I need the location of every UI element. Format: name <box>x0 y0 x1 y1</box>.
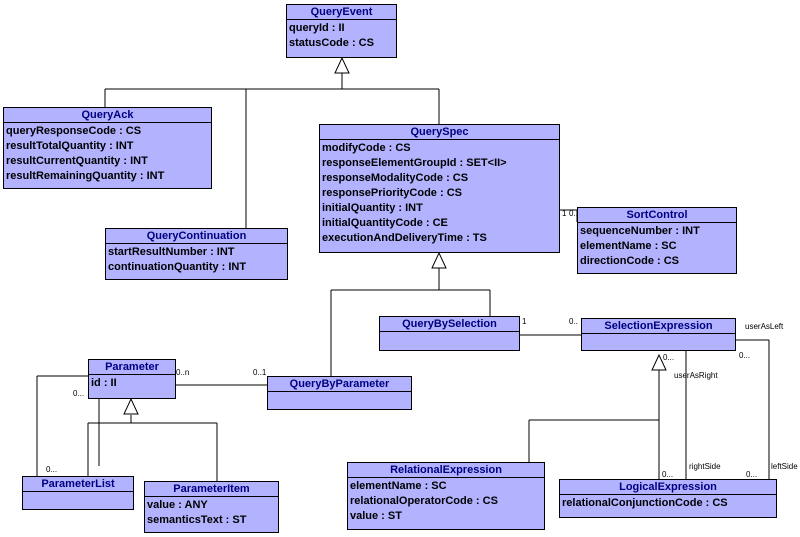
class-attribute: statusCode : CS <box>289 37 374 49</box>
class-queryack-name: QueryAck <box>4 108 211 123</box>
class-querybyselection-name: QueryBySelection <box>380 317 519 332</box>
class-relationalexpression[interactable]: RelationalExpression elementName : SC re… <box>347 462 545 530</box>
class-attribute: continuationQuantity : INT <box>108 261 247 273</box>
gen-arrow-queryspec <box>431 251 447 269</box>
multiplicity-label: 0... <box>73 389 85 398</box>
class-sortcontrol[interactable]: SortControl sequenceNumber : INT element… <box>577 207 737 274</box>
class-attribute: responseElementGroupId : SET<II> <box>322 157 507 169</box>
multiplicity-label: 1 <box>562 209 567 218</box>
multiplicity-label: 0... <box>663 353 675 362</box>
class-attribute: relationalOperatorCode : CS <box>350 495 498 507</box>
class-attribute: initialQuantity : INT <box>322 202 423 214</box>
class-attribute: startResultNumber : INT <box>108 246 235 258</box>
class-attribute: resultTotalQuantity : INT <box>6 140 134 152</box>
class-attribute: sequenceNumber : INT <box>580 225 700 237</box>
class-querybyselection[interactable]: QueryBySelection <box>379 316 520 351</box>
class-attribute: initialQuantityCode : CE <box>322 217 448 229</box>
class-queryspec-name: QuerySpec <box>320 125 559 140</box>
class-attribute: resultCurrentQuantity : INT <box>6 155 148 167</box>
class-attribute: executionAndDeliveryTime : TS <box>322 232 487 244</box>
role-label: leftSide <box>771 462 798 471</box>
multiplicity-label: 1 <box>522 317 527 326</box>
class-attribute: directionCode : CS <box>580 255 680 267</box>
multiplicity-label: 0... <box>662 470 674 479</box>
class-logicalexpression-name: LogicalExpression <box>560 480 776 495</box>
class-attribute: relationalConjunctionCode : CS <box>562 497 728 509</box>
class-queryack[interactable]: QueryAck queryResponseCode : CS resultTo… <box>3 107 212 189</box>
class-attribute: id : II <box>91 377 117 389</box>
class-attribute: value : ANY <box>147 499 208 511</box>
role-label: userAsRight <box>674 371 718 380</box>
class-attribute: queryResponseCode : CS <box>6 125 142 137</box>
class-selectionexpression-name: SelectionExpression <box>582 319 735 334</box>
class-attribute: queryId : II <box>289 22 345 34</box>
class-attribute: resultRemainingQuantity : INT <box>6 170 165 182</box>
class-querybyparameter-name: QueryByParameter <box>268 377 411 392</box>
class-attribute: semanticsText : ST <box>147 514 247 526</box>
class-selectionexpression[interactable]: SelectionExpression <box>581 318 736 351</box>
class-queryevent-name: QueryEvent <box>287 5 396 20</box>
role-label: rightSide <box>689 462 721 471</box>
gen-arrow-queryevent <box>334 56 350 74</box>
class-parameter[interactable]: Parameter id : II <box>88 359 176 399</box>
class-querybyparameter[interactable]: QueryByParameter <box>267 376 412 410</box>
class-attribute: elementName : SC <box>350 480 447 492</box>
class-queryspec[interactable]: QuerySpec modifyCode : CS responseElemen… <box>319 124 560 253</box>
multiplicity-label: 0..n <box>176 368 190 377</box>
role-label: userAsLeft <box>745 322 784 331</box>
class-attribute: responsePriorityCode : CS <box>322 187 462 199</box>
class-attribute: value : ST <box>350 510 402 522</box>
class-logicalexpression[interactable]: LogicalExpression relationalConjunctionC… <box>559 479 777 518</box>
multiplicity-label: 0... <box>739 351 751 360</box>
class-parameteritem-name: ParameterItem <box>145 482 278 497</box>
class-parameterlist[interactable]: ParameterList <box>22 476 134 510</box>
class-relationalexpression-name: RelationalExpression <box>348 463 544 478</box>
multiplicity-label: 0..1 <box>253 368 267 377</box>
multiplicity-label: 0.. <box>569 317 578 326</box>
class-querycontinuation[interactable]: QueryContinuation startResultNumber : IN… <box>105 228 288 280</box>
multiplicity-label: 0.. <box>569 209 578 218</box>
class-attribute: modifyCode : CS <box>322 142 411 154</box>
gen-arrow-selection <box>651 353 667 371</box>
class-parameteritem[interactable]: ParameterItem value : ANY semanticsText … <box>144 481 279 533</box>
class-sortcontrol-name: SortControl <box>578 208 736 223</box>
class-attribute: elementName : SC <box>580 240 677 252</box>
class-parameterlist-name: ParameterList <box>23 477 133 492</box>
class-querycontinuation-name: QueryContinuation <box>106 229 287 244</box>
class-attribute: responseModalityCode : CS <box>322 172 469 184</box>
multiplicity-label: 0... <box>46 465 58 474</box>
gen-arrow-parameter <box>123 397 139 415</box>
multiplicity-label: 0... <box>746 470 758 479</box>
class-queryevent[interactable]: QueryEvent queryId : II statusCode : CS <box>286 4 397 58</box>
class-parameter-name: Parameter <box>89 360 175 375</box>
